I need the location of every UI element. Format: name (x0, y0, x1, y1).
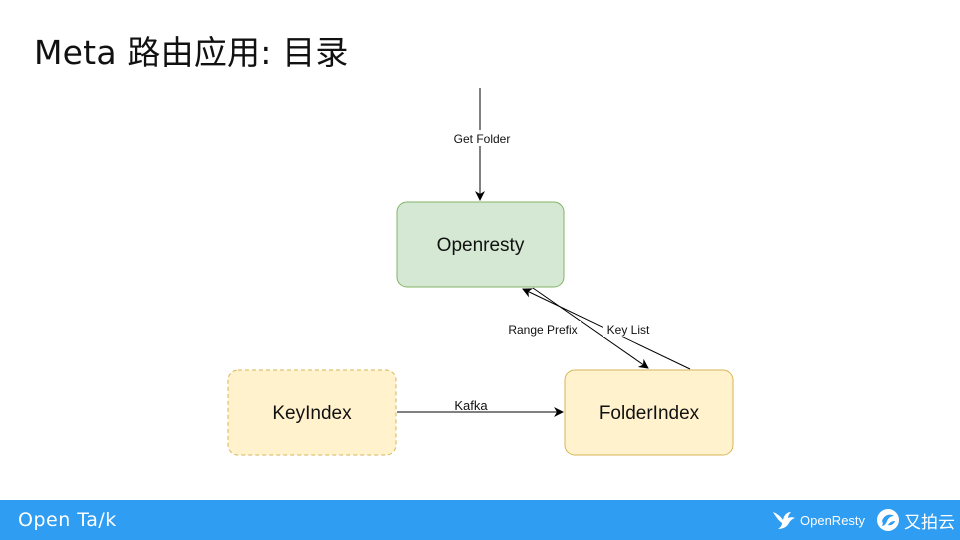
node-openresty (396, 201, 565, 288)
edge-label-bg (505, 321, 581, 337)
node-label-folderindex: FolderIndex (599, 403, 700, 424)
node-folderindex (564, 369, 734, 456)
openresty-logo: OpenResty (772, 500, 865, 540)
edge-label-bg (449, 398, 493, 411)
diagram: Get Folder Range Prefix Key List Openres… (227, 88, 734, 456)
footer-brand: Open Ta/k (18, 509, 117, 531)
upyun-logo-text: 又拍云 (904, 512, 955, 533)
edge-label-key-list: Key List (607, 323, 650, 337)
edge-label-kafka: Kafka (454, 398, 488, 413)
edge-label-bg (603, 321, 653, 337)
footer-bar: Open Ta/k OpenResty 又拍云 (0, 500, 960, 540)
node-label-openresty: Openresty (437, 235, 525, 256)
edge-range-prefix (532, 287, 649, 369)
edge-label-bg (450, 130, 514, 146)
upyun-logo: 又拍云 (876, 500, 955, 540)
edge-label-range-prefix: Range Prefix (508, 323, 577, 337)
node-label-keyindex: KeyIndex (272, 403, 352, 424)
bird-icon (773, 512, 795, 529)
openresty-logo-text: OpenResty (800, 512, 866, 528)
slide-title: Meta 路由应用: 目录 (34, 33, 349, 72)
edge-label-get-folder: Get Folder (454, 132, 511, 146)
node-keyindex (227, 369, 397, 456)
upyun-icon (877, 509, 899, 531)
